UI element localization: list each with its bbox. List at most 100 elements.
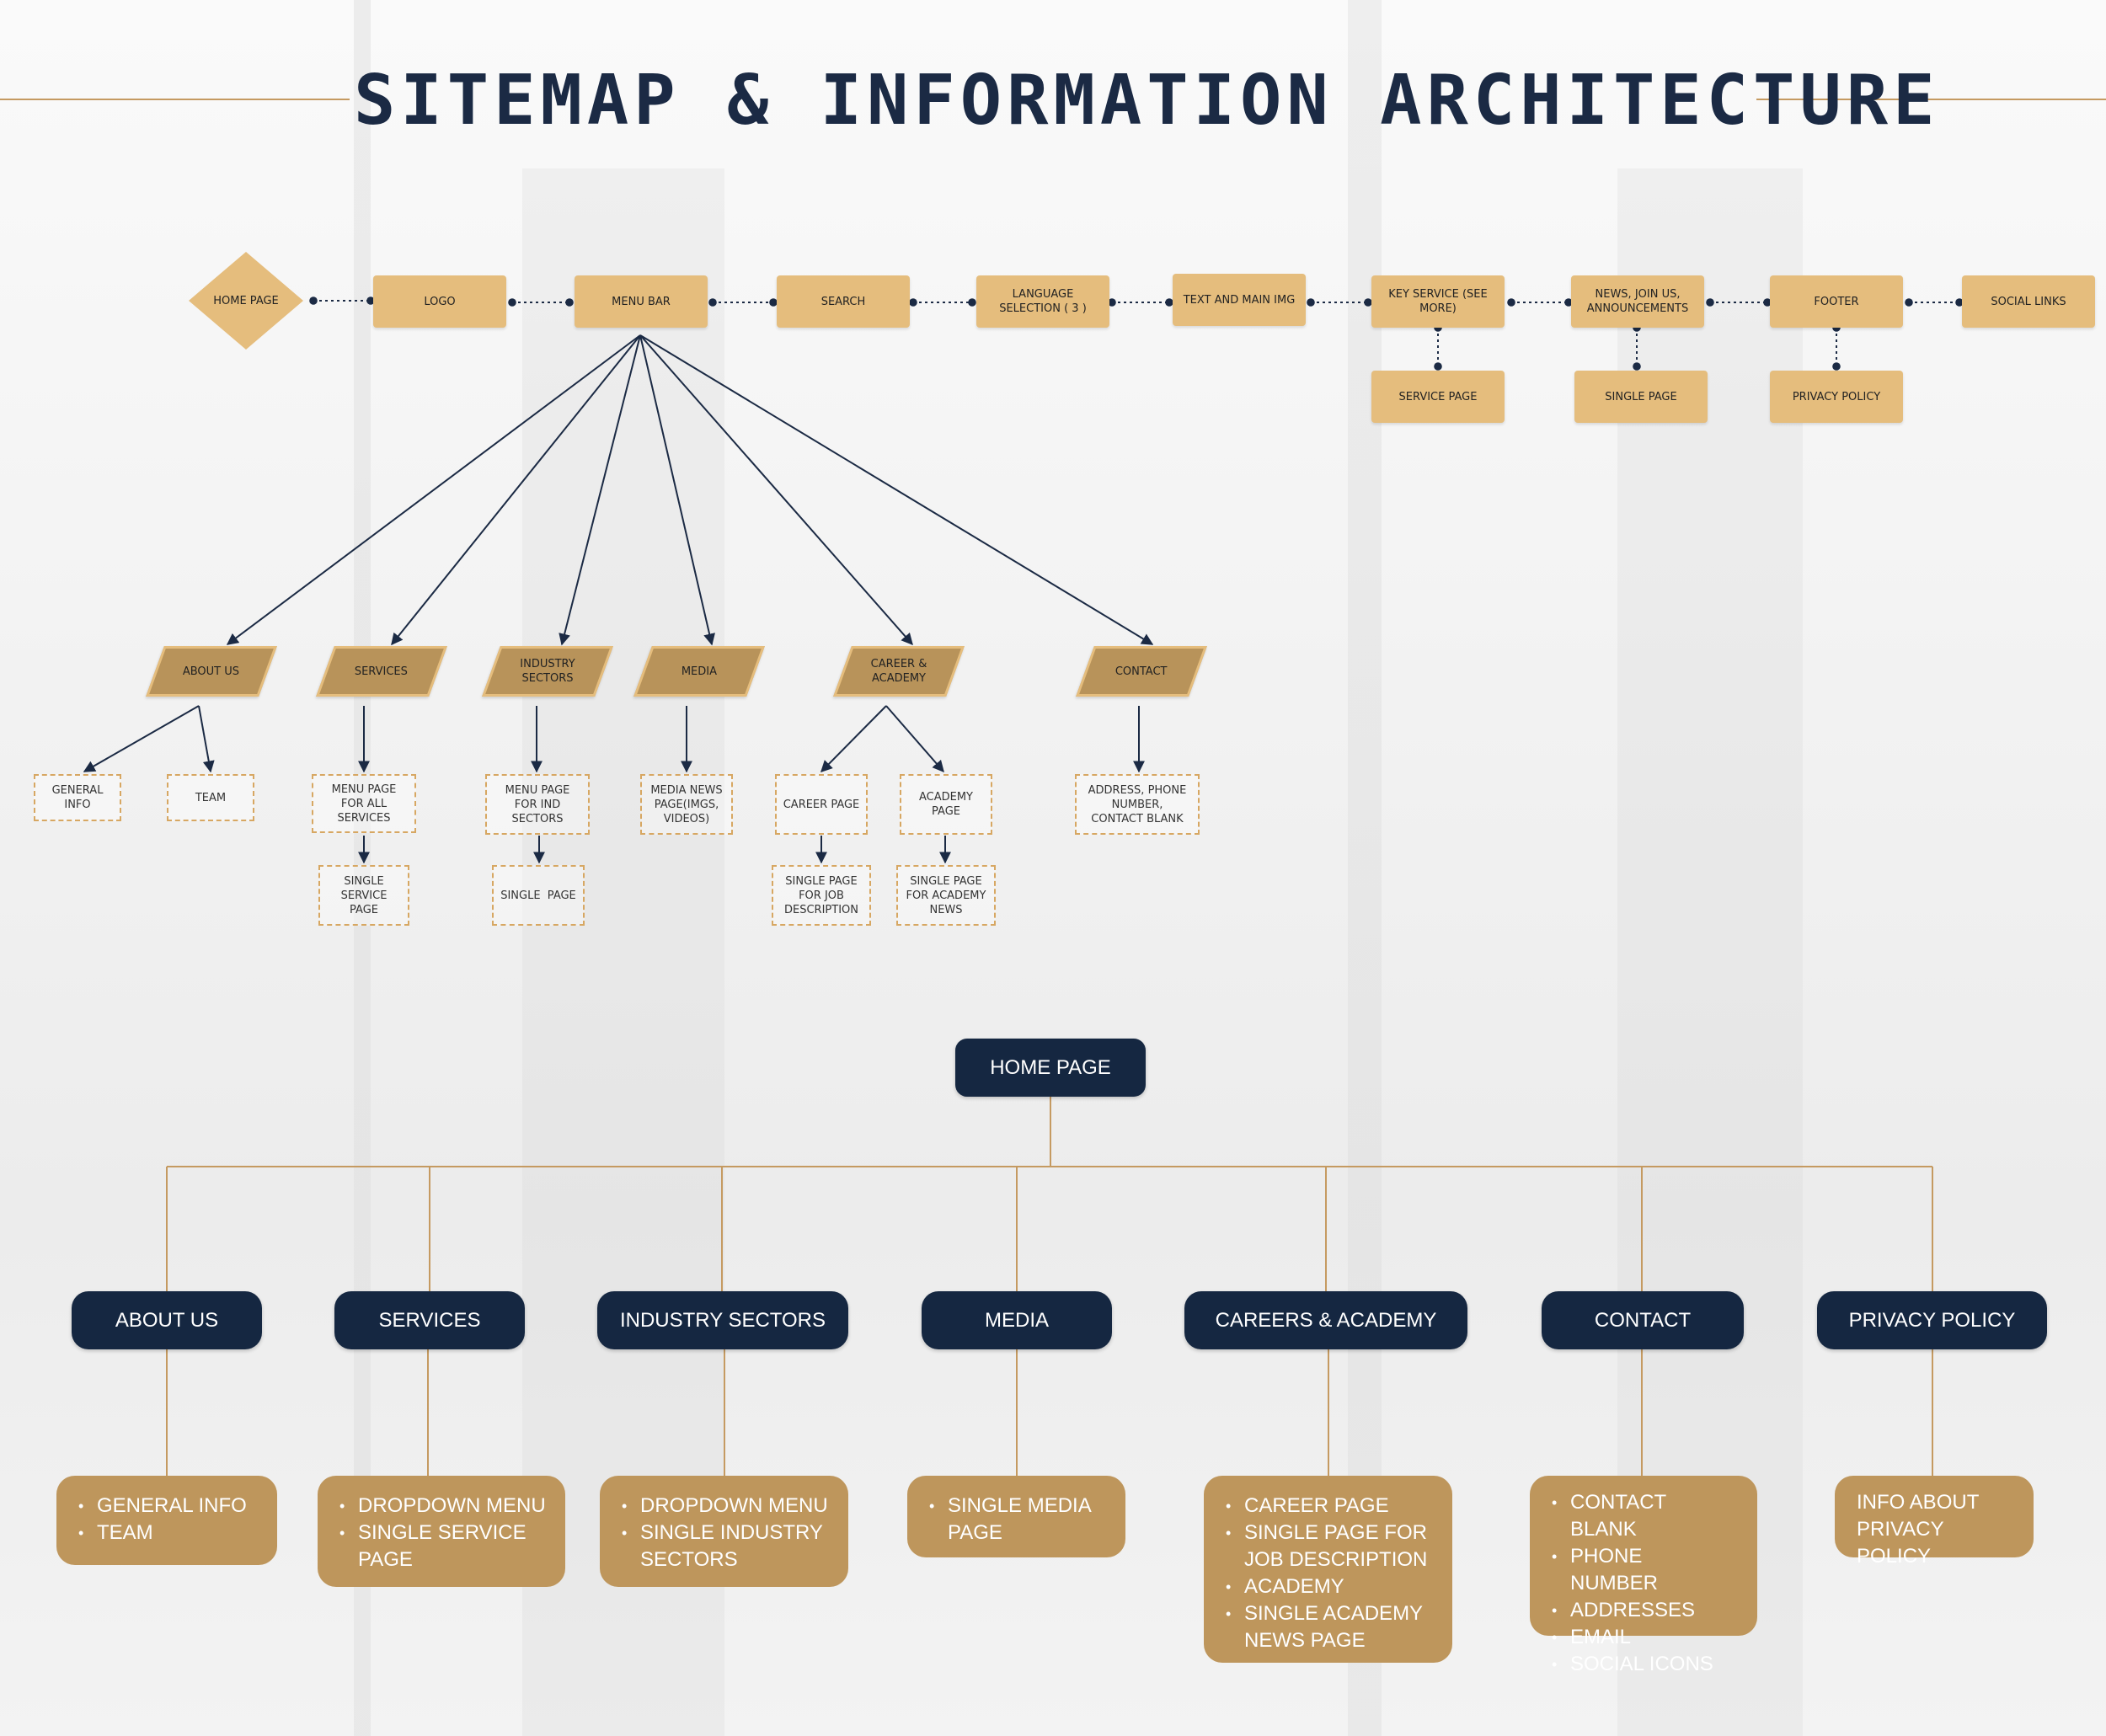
flow-social-links[interactable]: SOCIAL LINKS bbox=[1962, 275, 2095, 328]
flow-home-page-label: HOME PAGE bbox=[213, 294, 279, 307]
tree-section-label: PRIVACY POLICY bbox=[1848, 1308, 2016, 1332]
menu-media[interactable]: MEDIA bbox=[633, 646, 765, 697]
tree-detail-item: PHONE NUMBER bbox=[1552, 1543, 1735, 1597]
flow-language-selection[interactable]: LANGUAGE SELECTION ( 3 ) bbox=[976, 275, 1109, 328]
tree-section-about-us[interactable]: ABOUT US bbox=[72, 1291, 262, 1349]
menu-services[interactable]: SERVICES bbox=[316, 646, 447, 697]
sub-contact-info-label: ADDRESS, PHONE NUMBER, CONTACT BLANK bbox=[1088, 783, 1187, 825]
tree-detail-list: CAREER PAGE SINGLE PAGE FOR JOB DESCRIPT… bbox=[1226, 1493, 1435, 1654]
sub-single-page[interactable]: SINGLE PAGE bbox=[492, 865, 585, 926]
background-column bbox=[1617, 168, 1803, 1736]
tree-detail-item: SINGLE SERVICE PAGE bbox=[339, 1520, 548, 1573]
tree-section-contact[interactable]: CONTACT bbox=[1542, 1291, 1744, 1349]
sub-team[interactable]: TEAM bbox=[167, 774, 254, 821]
sub-menu-all-services-label: MENU PAGE FOR ALL SERVICES bbox=[331, 783, 397, 825]
tree-detail-item: ACADEMY bbox=[1226, 1573, 1435, 1600]
flow-news[interactable]: NEWS, JOIN US, ANNOUNCEMENTS bbox=[1571, 275, 1704, 328]
tree-detail-services: DROPDOWN MENU SINGLE SERVICE PAGE bbox=[318, 1476, 565, 1587]
tree-detail-item: SINGLE ACADEMY NEWS PAGE bbox=[1226, 1600, 1435, 1654]
flow-service-page[interactable]: SERVICE PAGE bbox=[1371, 371, 1505, 423]
tree-detail-item: CONTACT BLANK bbox=[1552, 1489, 1735, 1543]
tree-section-services[interactable]: SERVICES bbox=[334, 1291, 525, 1349]
sub-career-page[interactable]: CAREER PAGE bbox=[775, 774, 868, 835]
flow-single-page-label: SINGLE PAGE bbox=[1605, 390, 1677, 403]
sub-single-service-page[interactable]: SINGLE SERVICE PAGE bbox=[318, 865, 409, 926]
tree-section-careers-academy[interactable]: CAREERS & ACADEMY bbox=[1184, 1291, 1467, 1349]
flow-single-page[interactable]: SINGLE PAGE bbox=[1574, 371, 1708, 423]
tree-detail-about-us: GENERAL INFO TEAM bbox=[56, 1476, 277, 1565]
flow-key-service-label: KEY SERVICE (SEE MORE) bbox=[1388, 288, 1488, 315]
tree-section-industry-sectors[interactable]: INDUSTRY SECTORS bbox=[597, 1291, 848, 1349]
sub-single-job-label: SINGLE PAGE FOR JOB DESCRIPTION bbox=[784, 874, 858, 916]
tree-detail-media: SINGLE MEDIA PAGE bbox=[907, 1476, 1125, 1557]
tree-detail-list: DROPDOWN MENU SINGLE SERVICE PAGE bbox=[339, 1493, 548, 1573]
sub-single-page-job[interactable]: SINGLE PAGE FOR JOB DESCRIPTION bbox=[772, 865, 871, 926]
flow-footer[interactable]: FOOTER bbox=[1770, 275, 1903, 328]
sub-menu-page-ind-sectors[interactable]: MENU PAGE FOR IND SECTORS bbox=[485, 774, 590, 835]
sub-single-service-label: SINGLE SERVICE PAGE bbox=[340, 874, 388, 916]
sub-contact-info[interactable]: ADDRESS, PHONE NUMBER, CONTACT BLANK bbox=[1075, 774, 1200, 835]
tree-detail-item: GENERAL INFO bbox=[78, 1493, 247, 1520]
flow-logo-label: LOGO bbox=[424, 295, 456, 308]
sub-menu-page-all-services[interactable]: MENU PAGE FOR ALL SERVICES bbox=[312, 774, 416, 833]
tree-detail-item: SINGLE PAGE FOR JOB DESCRIPTION bbox=[1226, 1520, 1435, 1573]
tree-detail-item: TEAM bbox=[78, 1520, 247, 1546]
flow-privacy-label: PRIVACY POLICY bbox=[1792, 390, 1881, 403]
menu-about-us[interactable]: ABOUT US bbox=[146, 646, 277, 697]
tree-detail-item: SOCIAL ICONS bbox=[1552, 1651, 1735, 1678]
page-title: SITEMAP & INFORMATION ARCHITECTURE bbox=[354, 61, 1940, 141]
tree-detail-text: INFO ABOUT PRIVACY POLICY bbox=[1857, 1491, 1979, 1568]
flow-search-label: SEARCH bbox=[820, 295, 866, 308]
tree-section-label: MEDIA bbox=[984, 1308, 1049, 1332]
tree-detail-list: GENERAL INFO TEAM bbox=[78, 1493, 247, 1546]
flow-search[interactable]: SEARCH bbox=[777, 275, 910, 328]
flow-menu-bar[interactable]: MENU BAR bbox=[575, 275, 708, 328]
tree-section-media[interactable]: MEDIA bbox=[922, 1291, 1112, 1349]
background-column bbox=[522, 168, 724, 1736]
menu-industry-label: INDUSTRY SECTORS bbox=[520, 658, 575, 685]
menu-services-label: SERVICES bbox=[355, 665, 409, 678]
tree-section-label: ABOUT US bbox=[115, 1308, 219, 1332]
menu-contact-label: CONTACT bbox=[1115, 665, 1168, 678]
tree-detail-item: DROPDOWN MENU bbox=[622, 1493, 831, 1520]
sub-academy-page-label: ACADEMY PAGE bbox=[918, 791, 974, 818]
tree-section-label: SERVICES bbox=[378, 1308, 481, 1332]
menu-career-label: CAREER & ACADEMY bbox=[870, 658, 927, 685]
tree-detail-list: CONTACT BLANK PHONE NUMBER ADDRESSES EMA… bbox=[1552, 1489, 1735, 1678]
flow-text-and-main-img[interactable]: TEXT AND MAIN IMG bbox=[1173, 274, 1306, 326]
flow-language-label: LANGUAGE SELECTION ( 3 ) bbox=[999, 288, 1087, 315]
sub-general-info-label: GENERAL INFO bbox=[51, 784, 104, 811]
sub-media-news-page[interactable]: MEDIA NEWS PAGE(IMGS, VIDEOS) bbox=[640, 774, 733, 835]
flow-logo[interactable]: LOGO bbox=[373, 275, 506, 328]
tree-detail-careers-academy: CAREER PAGE SINGLE PAGE FOR JOB DESCRIPT… bbox=[1204, 1476, 1452, 1663]
tree-root-home-page[interactable]: HOME PAGE bbox=[955, 1039, 1146, 1097]
tree-detail-item: EMAIL bbox=[1552, 1624, 1735, 1651]
flow-privacy-policy[interactable]: PRIVACY POLICY bbox=[1770, 371, 1903, 423]
sub-career-page-label: CAREER PAGE bbox=[783, 798, 860, 811]
sub-single-page-academy-news[interactable]: SINGLE PAGE FOR ACADEMY NEWS bbox=[896, 865, 996, 926]
tree-section-label: INDUSTRY SECTORS bbox=[619, 1308, 826, 1332]
menu-career-academy[interactable]: CAREER & ACADEMY bbox=[833, 646, 965, 697]
flow-menu-bar-label: MENU BAR bbox=[612, 295, 671, 308]
flow-text-img-label: TEXT AND MAIN IMG bbox=[1183, 293, 1296, 307]
menu-contact[interactable]: CONTACT bbox=[1076, 646, 1207, 697]
sub-single-academy-label: SINGLE PAGE FOR ACADEMY NEWS bbox=[906, 874, 986, 916]
sub-single-page-label: SINGLE PAGE bbox=[500, 889, 576, 902]
tree-section-label: CAREERS & ACADEMY bbox=[1215, 1308, 1437, 1332]
tree-detail-industry-sectors: DROPDOWN MENU SINGLE INDUSTRY SECTORS bbox=[600, 1476, 848, 1587]
tree-detail-item: CAREER PAGE bbox=[1226, 1493, 1435, 1520]
flow-social-label: SOCIAL LINKS bbox=[1991, 295, 2066, 308]
flow-key-service[interactable]: KEY SERVICE (SEE MORE) bbox=[1371, 275, 1505, 328]
menu-industry-sectors[interactable]: INDUSTRY SECTORS bbox=[482, 646, 613, 697]
tree-root-label: HOME PAGE bbox=[990, 1055, 1111, 1079]
flow-service-page-label: SERVICE PAGE bbox=[1398, 390, 1478, 403]
flow-news-label: NEWS, JOIN US, ANNOUNCEMENTS bbox=[1586, 288, 1689, 315]
sub-academy-page[interactable]: ACADEMY PAGE bbox=[900, 774, 992, 835]
tree-section-privacy-policy[interactable]: PRIVACY POLICY bbox=[1817, 1291, 2047, 1349]
tree-detail-list: DROPDOWN MENU SINGLE INDUSTRY SECTORS bbox=[622, 1493, 831, 1573]
menu-about-us-label: ABOUT US bbox=[183, 665, 240, 678]
tree-section-label: CONTACT bbox=[1594, 1308, 1692, 1332]
sub-media-news-label: MEDIA NEWS PAGE(IMGS, VIDEOS) bbox=[650, 783, 723, 825]
sub-general-info[interactable]: GENERAL INFO bbox=[34, 774, 121, 821]
menu-media-label: MEDIA bbox=[681, 665, 718, 678]
